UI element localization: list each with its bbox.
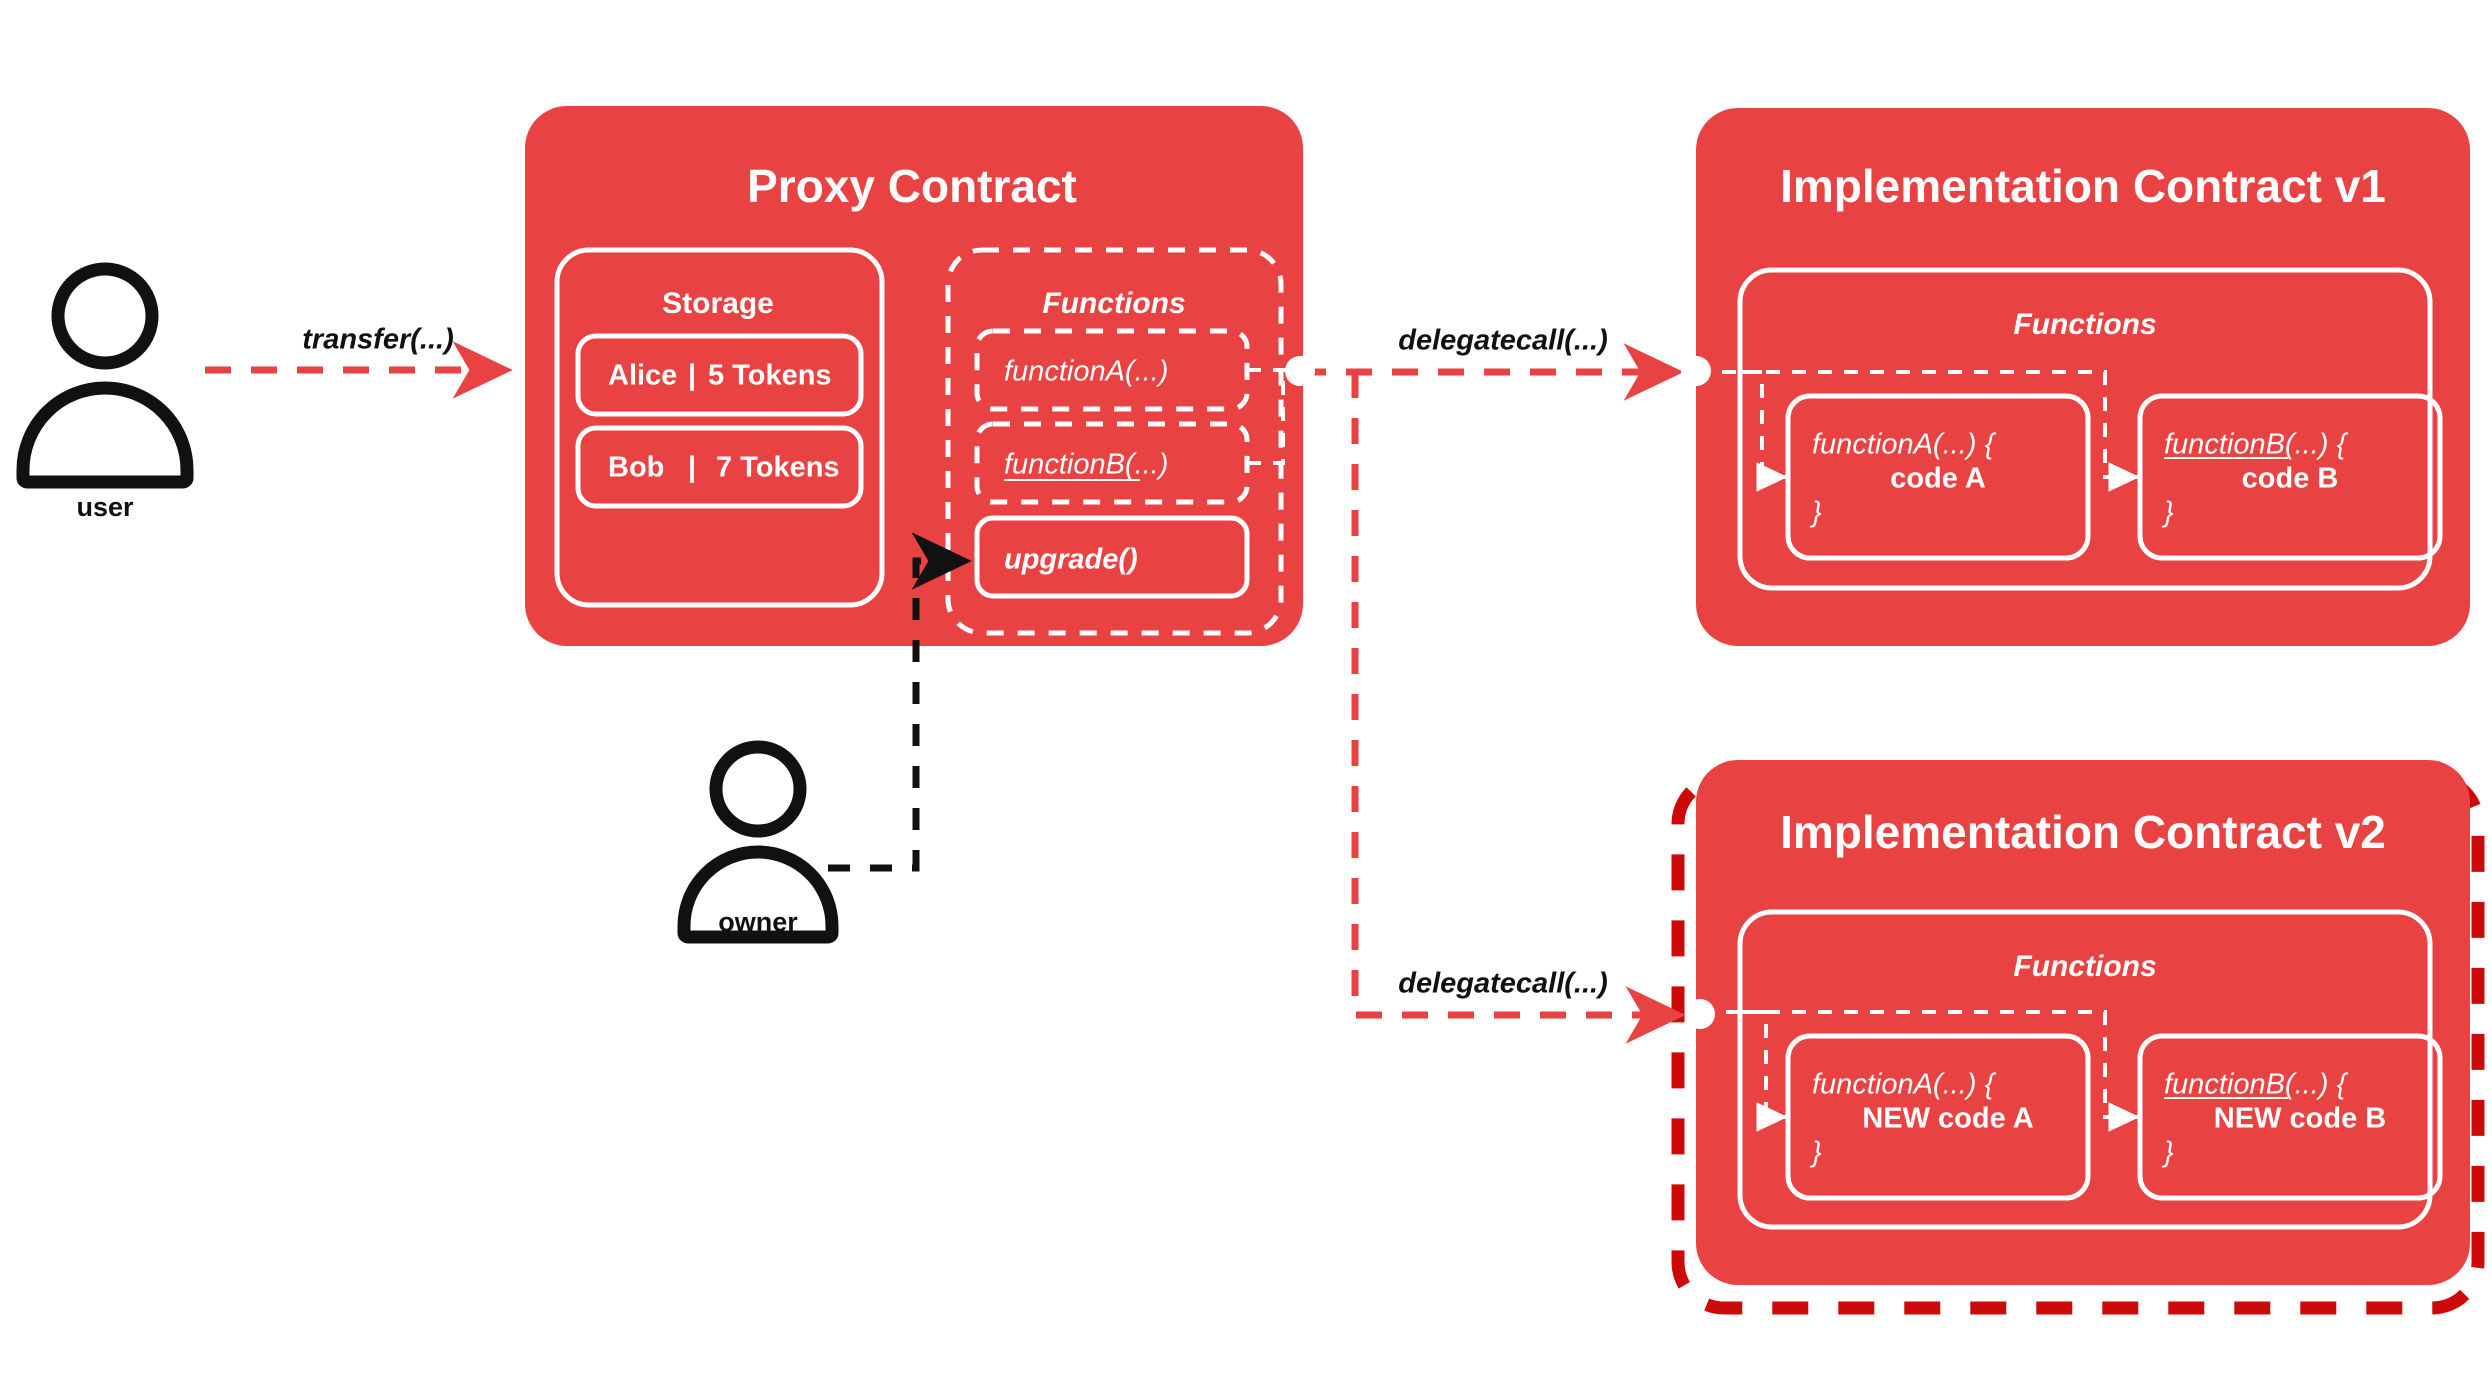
- impl-v2-card-bg: [1696, 760, 2470, 1285]
- impl-v2-functions-border: [1737, 909, 2433, 1230]
- edge-owner-upgrade-line: [828, 532, 972, 872]
- storage-row-bob: Bob | 7 Tokens: [575, 425, 864, 509]
- storage-row-border: [575, 333, 864, 417]
- spellcheck-squiggle: [1002, 479, 1132, 494]
- proxy-functions-panel: Functions functionA(...) functionB(...) …: [945, 247, 1300, 636]
- impl-v1-functions-label: Functions: [2013, 308, 2156, 341]
- impl-v1-block-b: functionB(...) { code B }: [2137, 393, 2443, 561]
- proxy-card-bg: [525, 106, 1303, 646]
- actor-user: user: [16, 262, 194, 522]
- impl-v2-block-a-signature: functionA(...) {: [1812, 1069, 1996, 1101]
- impl-v1-card-bg: [1696, 108, 2470, 646]
- impl-v1-title: Implementation Contract v1: [1780, 160, 2386, 212]
- impl-v1-block-b-signature: functionB(...) {: [2164, 429, 2348, 461]
- junction-dot-v1-in: [1681, 356, 1711, 386]
- actor-user-label: user: [76, 492, 134, 522]
- impl-v2-block-b-body: NEW code B: [2214, 1103, 2386, 1135]
- impl-v2-block-b-border: [2137, 1033, 2443, 1201]
- impl-v1-entry-wire: [1696, 370, 1788, 492]
- proxy-fn-b-wire: [1247, 372, 1285, 465]
- edge-owner-upgrade: [828, 532, 972, 872]
- impl-v1-block-a-close: }: [1809, 497, 1822, 529]
- impl-v1-functions-border: [1737, 267, 2433, 591]
- storage-panel-border: [554, 247, 885, 608]
- proxy-title: Proxy Contract: [747, 160, 1077, 212]
- impl-v2-block-b-signature: functionB(...) {: [2164, 1069, 2348, 1101]
- actor-owner-label: owner: [718, 907, 798, 937]
- actor-owner: owner: [677, 740, 839, 944]
- function-a-label: functionA(...): [1004, 356, 1168, 388]
- upgrade-border: [974, 515, 1250, 599]
- proxy-storage-panel: Storage Alice | 5 Tokens Bob | 7 Tokens: [554, 247, 885, 608]
- impl-v2-block-a-close: }: [1809, 1137, 1822, 1169]
- storage-row-value: 5 Tokens: [708, 360, 832, 392]
- upgrade-function[interactable]: upgrade(): [974, 515, 1250, 599]
- spellcheck-squiggle: [2162, 1097, 2278, 1111]
- impl-v1-block-a-border: [1785, 393, 2091, 561]
- spellcheck-squiggle: [2162, 457, 2278, 471]
- impl-v2-functions-label: Functions: [2013, 950, 2156, 983]
- edge-transfer: transfer(...): [205, 324, 513, 399]
- proxy-contract[interactable]: Proxy Contract Storage Alice | 5 Tokens …: [525, 106, 1303, 646]
- impl-v2-block-a: functionA(...) { NEW code A }: [1785, 1033, 2091, 1201]
- impl-v2-block-a-body: NEW code A: [1862, 1103, 2033, 1135]
- storage-row-name: Bob: [608, 452, 664, 484]
- edge-delegatecall-v1-label: delegatecall(...): [1398, 325, 1608, 357]
- impl-v2-a-to-b-wire: [1740, 1010, 2140, 1132]
- impl-v1-functions-panel: Functions functionA(...) { code A } func…: [1696, 267, 2443, 591]
- impl-v2-block-a-border: [1785, 1033, 2091, 1201]
- implementation-v2[interactable]: Implementation Contract v2 Functions fun…: [1671, 760, 2485, 1315]
- person-icon: [16, 262, 194, 489]
- edge-delegatecall-v2-label: delegatecall(...): [1398, 968, 1608, 1000]
- edge-delegatecall-v2-line: [1351, 372, 1686, 1044]
- impl-v1-a-to-b-wire: [1740, 370, 2140, 492]
- impl-v1-block-a-signature: functionA(...) {: [1812, 429, 1996, 461]
- impl-v2-functions-panel: Functions functionA(...) { NEW code A } …: [1700, 909, 2443, 1230]
- implementation-v1[interactable]: Implementation Contract v1 Functions fun…: [1696, 108, 2470, 646]
- person-icon: [677, 740, 839, 944]
- edge-delegatecall-v2: delegatecall(...): [1351, 372, 1686, 1044]
- impl-v1-block-a: functionA(...) { code A }: [1785, 393, 2091, 561]
- storage-row-name: Alice: [608, 360, 677, 392]
- impl-v1-block-b-close: }: [2161, 497, 2174, 529]
- edge-transfer-label: transfer(...): [302, 324, 453, 356]
- impl-v2-block-b-close: }: [2161, 1137, 2174, 1169]
- function-b-label: functionB(...): [1004, 449, 1168, 481]
- impl-v2-title: Implementation Contract v2: [1780, 806, 2386, 858]
- upgrade-label: upgrade(): [1004, 544, 1138, 576]
- junction-dot-proxy-out: [1285, 356, 1315, 386]
- edge-delegatecall-v1: delegatecall(...): [1300, 325, 1684, 401]
- storage-label: Storage: [662, 287, 774, 320]
- junction-dot-v2-in: [1685, 999, 1715, 1029]
- storage-row-border: [575, 425, 864, 509]
- storage-row-value: 7 Tokens: [716, 452, 840, 484]
- impl-v2-entry-wire: [1700, 1010, 1788, 1132]
- functions-label: Functions: [1042, 287, 1185, 320]
- storage-row-alice: Alice | 5 Tokens: [575, 333, 864, 417]
- impl-v1-block-b-border: [2137, 393, 2443, 561]
- impl-v2-block-b: functionB(...) { NEW code B }: [2137, 1033, 2443, 1201]
- impl-v1-block-a-body: code A: [1890, 463, 1986, 495]
- impl-v1-block-b-body: code B: [2242, 463, 2339, 495]
- storage-row-separator: |: [688, 360, 696, 392]
- storage-row-separator: |: [688, 452, 696, 484]
